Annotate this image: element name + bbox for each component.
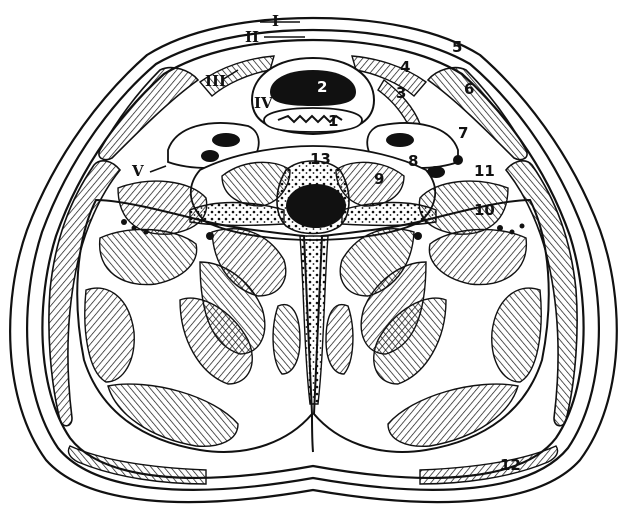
- platysma-band-bottom-left: [68, 446, 206, 484]
- label-II: II: [245, 28, 259, 46]
- longissimus-right: [492, 288, 541, 382]
- label-V: V: [131, 162, 144, 180]
- label-7: 7: [458, 124, 468, 142]
- label-1: 1: [328, 112, 338, 130]
- label-13: 13: [310, 150, 331, 168]
- vessel-dot: [206, 232, 214, 240]
- label-I: I: [272, 12, 279, 30]
- vessel-dot: [144, 230, 149, 235]
- vessel-dot: [520, 224, 525, 229]
- label-2: 2: [317, 78, 327, 96]
- spinal-canal: [286, 184, 346, 228]
- label-III: III: [205, 72, 226, 90]
- vessel-dot: [414, 232, 422, 240]
- label-11: 11: [474, 162, 495, 180]
- vagus-right: [453, 155, 463, 165]
- vessel-dot: [497, 225, 503, 231]
- scalene-left: [100, 229, 197, 284]
- label-IV: IV: [254, 94, 273, 112]
- common-carotid-right: [386, 133, 414, 147]
- multifidus-right: [326, 305, 353, 374]
- leader-line-V: [150, 166, 166, 172]
- longissimus-left: [85, 288, 134, 382]
- label-8: 8: [408, 152, 418, 170]
- vessel-dot: [121, 219, 127, 225]
- vessel-dot: [132, 226, 137, 231]
- label-3: 3: [396, 84, 406, 102]
- label-4: 4: [400, 58, 410, 76]
- splenius-lower-right: [388, 384, 518, 446]
- label-10: 10: [474, 201, 495, 219]
- scalene-right: [429, 229, 526, 284]
- label-12: 12: [500, 456, 521, 474]
- label-5: 5: [452, 38, 462, 56]
- vessel-dot: [510, 230, 515, 235]
- multifidus-left: [273, 305, 300, 374]
- nuchal-septum: [312, 414, 313, 452]
- levator-scapulae-left: [118, 181, 207, 234]
- label-9: 9: [374, 170, 384, 188]
- internal-jugular-left: [201, 150, 219, 162]
- common-carotid-left: [212, 133, 240, 147]
- platysma-band-bottom: [420, 446, 558, 484]
- label-6: 6: [464, 80, 474, 98]
- splenius-lower-left: [108, 384, 238, 446]
